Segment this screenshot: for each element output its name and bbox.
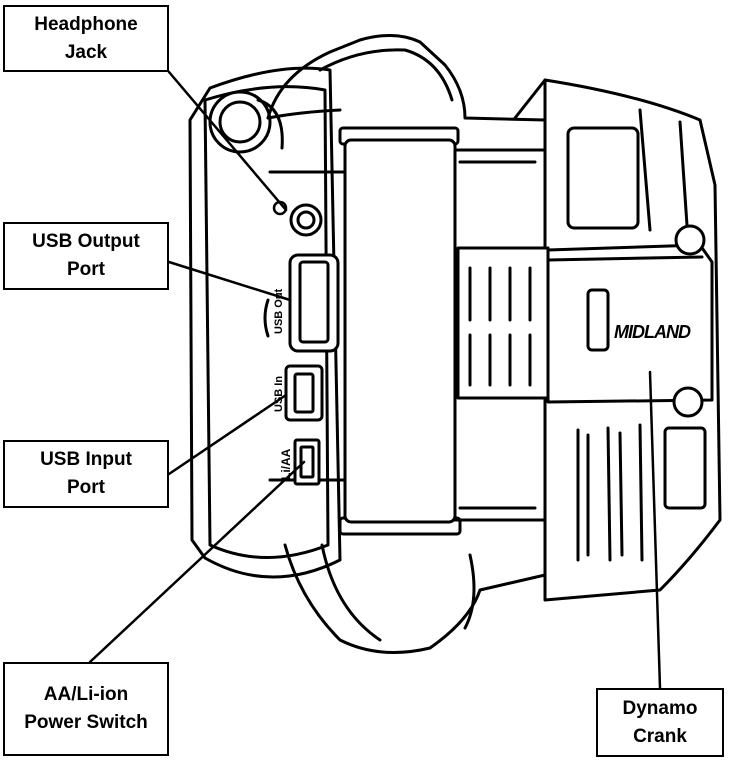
leader-usb-input [167,393,288,476]
leader-dynamo-crank [648,370,662,690]
battery-switch-marking: Li/AA [279,448,293,480]
lower-ribs [576,423,644,562]
leader-headphone [167,70,288,212]
leader-lines [88,70,662,690]
usb-input-port-callout: USB Input Port [3,440,169,508]
brand-logo: MIDLAND [614,322,691,342]
usb-output-port-callout: USB Output Port [3,222,169,290]
dynamo-crank-arm [456,224,714,418]
headphone-jack [272,200,323,237]
usb-input-port [284,364,324,422]
usb-in-marking: USB In [273,376,285,412]
headphone-jack-callout: Headphone Jack [3,5,169,72]
leader-usb-output [167,260,292,302]
power-switch-callout: AA/Li-ion Power Switch [3,662,169,756]
usb-output-port [288,253,340,353]
usb-out-marking: USB Out [273,288,285,334]
dynamo-crank-callout: Dynamo Crank [596,688,724,757]
carrying-handle [343,138,547,524]
battery-switch [293,438,321,486]
leader-power-switch [88,460,306,664]
